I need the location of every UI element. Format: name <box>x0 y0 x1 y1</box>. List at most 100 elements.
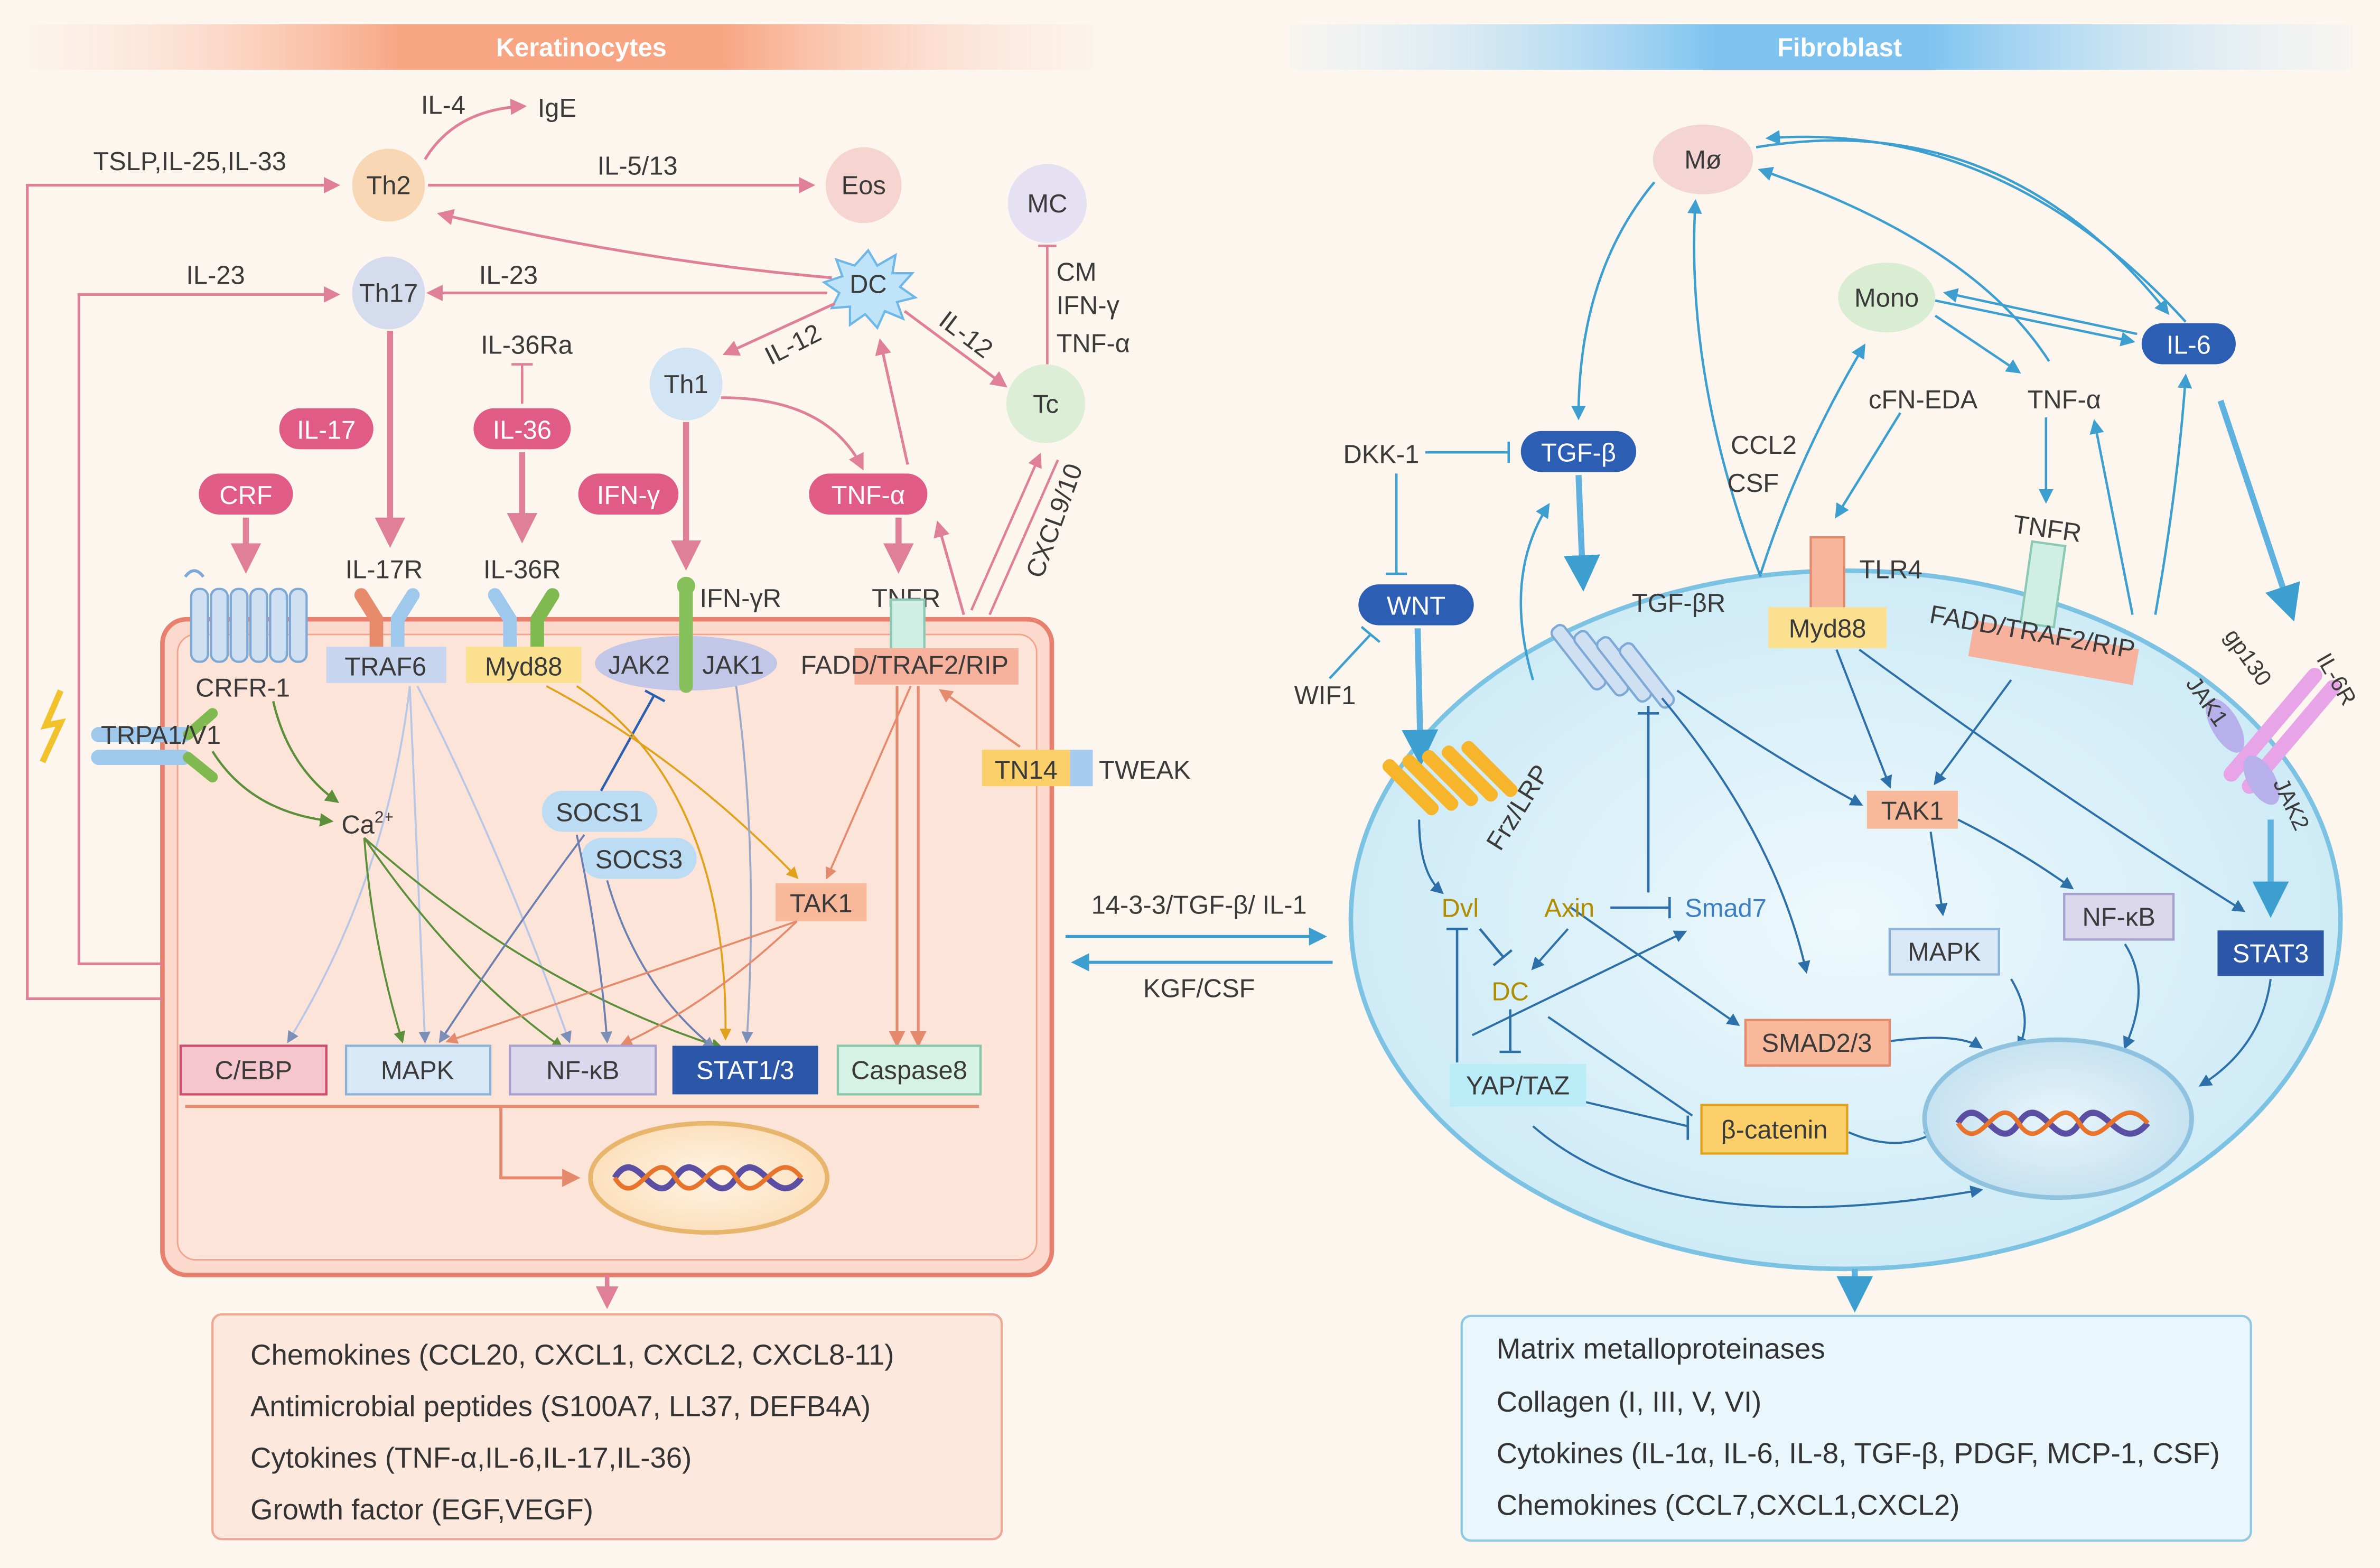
axin-dc-arrow <box>1531 928 1569 970</box>
yaptaz-box <box>1449 1063 1586 1107</box>
myd88-right-box <box>1768 607 1887 648</box>
mc-label: MC <box>1027 190 1067 218</box>
left-output-line-2: Antimicrobial peptides (S100A7, LL37, DE… <box>250 1390 871 1423</box>
fadd-left-box <box>854 648 1019 685</box>
nfkb-right-box <box>2063 893 2175 941</box>
socs3-pill: SOCS3 <box>581 837 697 879</box>
wif-wnt-inhibit-bar <box>1360 626 1381 643</box>
tnfa-pill: TNF-α <box>809 473 928 515</box>
tnfr-right-label: TNFR <box>2011 510 2083 548</box>
axin-label: Axin <box>1544 894 1594 922</box>
svg-text:IL-6: IL-6 <box>2167 331 2211 359</box>
il23-dc-label: IL-23 <box>479 261 538 290</box>
left-signaling-arrows <box>287 685 927 1050</box>
ifng-pill: IFN-γ <box>578 473 679 515</box>
csf-label: CSF <box>1727 469 1779 498</box>
svg-text:SOCS3: SOCS3 <box>595 845 683 874</box>
mono-label: Mono <box>1854 284 1919 312</box>
il17-pill: IL-17 <box>279 408 374 450</box>
th2-label: Th2 <box>366 172 410 200</box>
svg-text:IL-17: IL-17 <box>297 416 356 444</box>
smad23-label: SMAD2/3 <box>1762 1029 1872 1058</box>
left-output-line-3: Cytokines (TNF-α,IL-6,IL-17,IL-36) <box>250 1442 692 1474</box>
right-dna-icon <box>1955 1109 2150 1137</box>
ige-label: IgE <box>538 94 576 123</box>
nfkb-left-label: NF-κB <box>546 1057 619 1085</box>
left-output-box <box>211 1313 1003 1541</box>
eos-cell <box>825 147 902 223</box>
wnt-pill: WNT <box>1358 584 1474 626</box>
mapk-right-box <box>1888 928 2000 976</box>
mapk-left-box <box>344 1044 492 1096</box>
myd88-left-box <box>466 646 582 683</box>
tnfa-right-label: TNF-α <box>2028 386 2101 414</box>
cebp-box <box>179 1044 328 1096</box>
tweak-label: TWEAK <box>1099 756 1191 785</box>
tslp-feedback-line <box>26 176 341 1001</box>
tak1-right-label: TAK1 <box>1881 797 1944 825</box>
myd88-left-label: Myd88 <box>485 652 563 681</box>
th17-label: Th17 <box>359 279 418 308</box>
right-output-box <box>1460 1314 2252 1542</box>
eos-label: Eos <box>842 172 886 200</box>
tn14-box <box>982 750 1074 787</box>
caspase8-label: Caspase8 <box>851 1057 967 1085</box>
crfr1-label: CRFR-1 <box>195 674 290 703</box>
il17r-receptor-icon <box>354 588 420 657</box>
jak2-left-label: JAK2 <box>608 651 670 680</box>
traf6-label: TRAF6 <box>344 652 426 681</box>
th1-label: Th1 <box>664 370 708 399</box>
crfr1-receptor-icon <box>184 569 308 663</box>
tgfb-pill: TGF-β <box>1520 431 1637 472</box>
svg-text:CRF: CRF <box>219 481 272 510</box>
socs1-jak-inhibit-bar <box>644 689 666 703</box>
stat3-box <box>2217 930 2324 976</box>
caspase8-box <box>836 1044 982 1096</box>
crf-pill: CRF <box>199 473 293 515</box>
il6-pill: IL-6 <box>2141 323 2236 365</box>
tf-nucleus-arrow <box>499 1108 581 1187</box>
svg-text:IFN-γ: IFN-γ <box>597 481 660 510</box>
mono-cell <box>1838 263 1936 333</box>
th1-tnfa-arrow <box>721 396 864 471</box>
left-output-line-4: Growth factor (EGF,VEGF) <box>250 1494 593 1526</box>
svg-text:TNF-α: TNF-α <box>832 481 905 510</box>
il36ra-label: IL-36Ra <box>481 331 573 359</box>
svg-text:WNT: WNT <box>1387 592 1445 621</box>
stat13-label: STAT1/3 <box>696 1057 794 1085</box>
wif-wnt-inhibit-line <box>1329 633 1372 679</box>
il23-feedback-line <box>77 286 341 965</box>
yaptaz-label: YAP/TAZ <box>1466 1071 1570 1100</box>
traf6-box <box>326 646 446 683</box>
cm-label: CM <box>1057 258 1097 287</box>
crfr-ca-arrow <box>272 701 340 803</box>
socs1-jak-inhibit-line <box>600 694 656 791</box>
il36-pill: IL-36 <box>473 408 571 450</box>
dc-complex-label: DC <box>1491 977 1529 1006</box>
svg-text:SOCS1: SOCS1 <box>556 798 643 827</box>
tak1-left-box <box>776 883 867 921</box>
left-dna-icon <box>612 1164 804 1192</box>
smad7-label: Smad7 <box>1685 894 1767 922</box>
il17r-label: IL-17R <box>346 556 423 584</box>
trpa1-label: TRPA1/V1 <box>101 721 221 750</box>
ca-label: Ca2+ <box>341 807 393 839</box>
tslp-label: TSLP,IL-25,IL-33 <box>93 147 286 176</box>
mapk-right-label: MAPK <box>1908 938 1981 967</box>
trpa1-channel-icon <box>40 689 218 783</box>
macrophage-cell <box>1653 124 1753 194</box>
bcatenin-label: β-catenin <box>1721 1116 1828 1144</box>
mc-cell <box>1007 164 1087 243</box>
right-output-line-3: Cytokines (IL-1α, IL-6, IL-8, TGF-β, PDG… <box>1497 1438 2220 1470</box>
svg-text:TGF-β: TGF-β <box>1541 438 1616 467</box>
il12-left-label: IL-12 <box>760 319 826 371</box>
dc-label: DC <box>850 270 887 298</box>
tgfbr-receptor-icon <box>1550 624 1675 709</box>
right-nucleus <box>1922 1037 2194 1200</box>
gp130-label: gp130 <box>2219 624 2276 691</box>
ifngr-label: IFN-γR <box>699 584 781 613</box>
macrophage-label: Mø <box>1684 146 1722 174</box>
tgfbr-label: TGF-βR <box>1632 589 1725 618</box>
svg-text:IL-36: IL-36 <box>493 416 552 444</box>
